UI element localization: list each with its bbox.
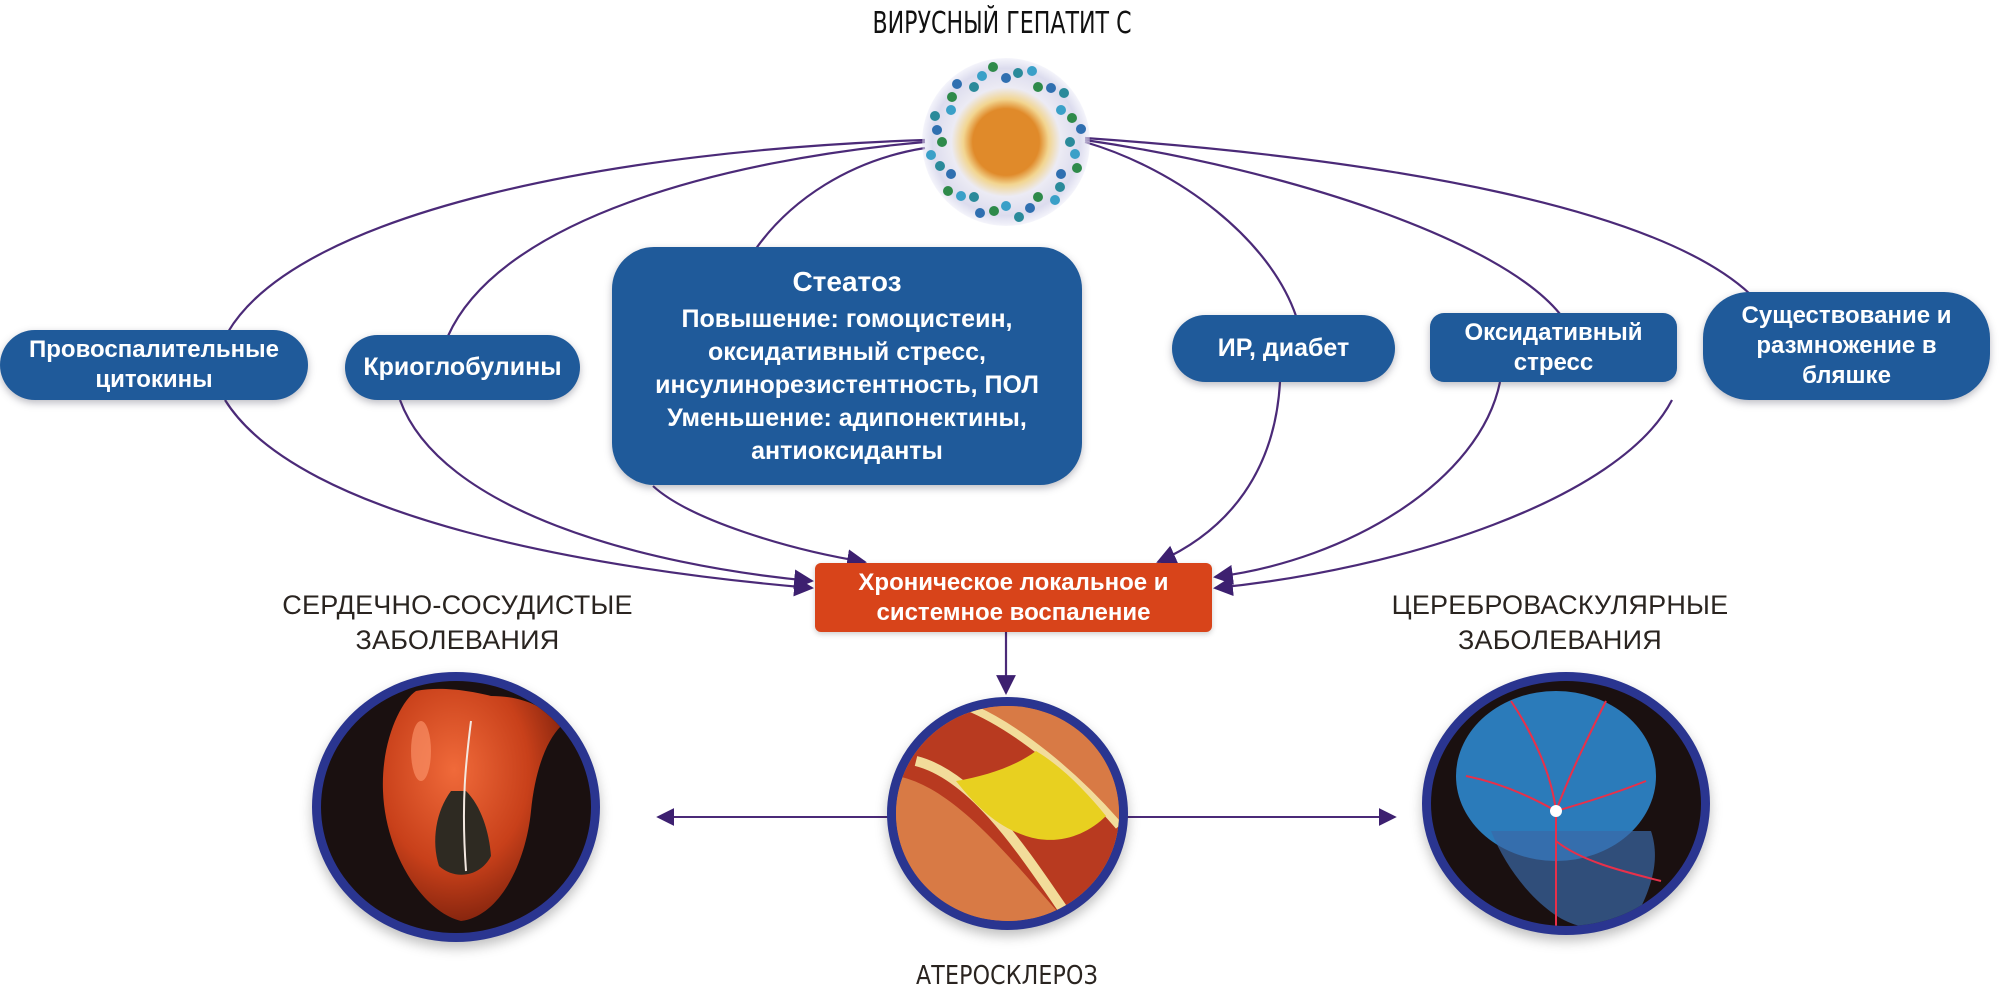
caption-atherosclerosis: АТЕРОСКЛЕРОЗ	[916, 961, 1098, 991]
central-label: системное воспаление	[876, 598, 1151, 626]
link-virus-cryoglobulins	[446, 140, 926, 337]
link-oxidative-inflammation	[1213, 381, 1502, 585]
virus-spike	[1024, 202, 1035, 213]
brain-vessels-icon	[1422, 672, 1710, 935]
heart-icon	[312, 672, 600, 942]
virus-spike	[945, 169, 956, 179]
virus-spike	[977, 71, 988, 82]
factor-label: Уменьшение: адипонектины,	[667, 404, 1027, 432]
caption-cardiovascular: СЕРДЕЧНО-СОСУДИСТЫЕ ЗАБОЛЕВАНИЯ	[270, 588, 645, 657]
heart-illustration	[382, 688, 561, 921]
virus-spike	[945, 105, 956, 115]
caption-line: СЕРДЕЧНО-СОСУДИСТЫЕ	[282, 590, 633, 620]
virus-spike	[1065, 137, 1075, 147]
link-cryoglobulins-inflammation	[398, 399, 814, 590]
virus-spike	[987, 62, 998, 73]
caption-line: ЗАБОЛЕВАНИЯ	[355, 624, 560, 655]
link-virus-steatosis	[754, 146, 926, 251]
virus-spike	[1056, 105, 1067, 115]
factor-label: размножение в	[1756, 332, 1937, 359]
virus-spike	[952, 78, 963, 89]
factor-label: Оксидативный	[1464, 318, 1643, 346]
link-virus-oxidative	[1084, 138, 1561, 315]
brain-illustration	[1456, 691, 1662, 926]
factor-label: Повышение: гомоцистеин,	[681, 305, 1013, 333]
virus-spike	[969, 192, 979, 203]
virus-spike	[1069, 149, 1080, 160]
factor-cytokines: Провоспалительные цитокины	[0, 330, 308, 400]
virus-spike	[1054, 181, 1065, 192]
diagram-title: ВИРУСНЫЙ ГЕПАТИТ С	[872, 6, 1132, 41]
virus-spike	[1056, 169, 1067, 179]
factor-plaque-survival: Существование и размножение в бляшке	[1703, 292, 1990, 400]
factor-steatosis: Стеатоз Повышение: гомоцистеин, оксидати…	[612, 247, 1082, 485]
virus-spike	[932, 124, 943, 135]
artery-illustration	[896, 706, 1119, 921]
link-virus-plaque	[1084, 136, 1751, 295]
factor-label: Существование и	[1741, 302, 1952, 329]
factor-heading: Стеатоз	[792, 266, 902, 297]
link-virus-ir	[1084, 140, 1298, 317]
factor-label: антиоксиданты	[751, 437, 943, 465]
virus-spike	[1075, 123, 1086, 134]
virus-spike	[1066, 113, 1077, 124]
virus-spike	[1059, 88, 1070, 99]
caption-line: ЗАБОЛЕВАНИЯ	[1458, 624, 1662, 655]
factor-ir-diabetes: ИР, диабет	[1172, 315, 1395, 382]
virus-spike	[937, 137, 947, 147]
factor-label: ИР, диабет	[1217, 333, 1350, 362]
central-inflammation-node: Хроническое локальное и системное воспал…	[815, 563, 1212, 632]
virus-spike	[975, 208, 985, 219]
link-plaque-inflammation	[1213, 399, 1673, 597]
virus-spike	[1001, 73, 1011, 83]
hepatitis-c-virus-icon	[922, 58, 1090, 226]
virus-spike	[1033, 192, 1043, 203]
virus-spike	[988, 205, 999, 216]
virus-spike	[1026, 65, 1037, 76]
virus-spike	[1045, 83, 1056, 94]
link-virus-cytokines	[227, 138, 926, 333]
caption-cerebrovascular: ЦЕРЕБРОВАСКУЛЯРНЫЕ ЗАБОЛЕВАНИЯ	[1380, 588, 1740, 657]
virus-spike	[935, 160, 946, 171]
factor-label: цитокины	[95, 366, 213, 393]
virus-spike	[947, 92, 958, 102]
factor-label: Криоглобулины	[363, 352, 562, 381]
virus-spike	[929, 111, 940, 121]
virus-spike	[1072, 162, 1083, 173]
factor-label: инсулинорезистентность, ПОЛ	[655, 371, 1039, 399]
caption-line: ЦЕРЕБРОВАСКУЛЯРНЫЕ	[1391, 590, 1729, 620]
factor-oxidative-stress: Оксидативный стресс	[1430, 313, 1677, 382]
link-steatosis-inflammation	[652, 485, 867, 569]
factor-label: оксидативный стресс,	[708, 338, 986, 366]
virus-spike	[956, 190, 966, 201]
virus-spike	[1033, 81, 1043, 92]
factor-cryoglobulins: Криоглобулины	[345, 335, 580, 400]
factor-label: стресс	[1513, 348, 1594, 376]
virus-spike	[1013, 68, 1024, 79]
virus-spike	[969, 81, 979, 92]
virus-spike	[1014, 211, 1025, 222]
virus-spike	[1001, 201, 1011, 211]
factor-label: бляшке	[1802, 362, 1891, 389]
virus-spike	[942, 185, 953, 196]
artery-plaque-icon	[887, 697, 1128, 930]
central-label: Хроническое локальное и	[858, 568, 1169, 596]
link-cytokines-inflammation	[224, 399, 814, 597]
factor-label: Провоспалительные	[29, 336, 279, 363]
link-ir-inflammation	[1156, 381, 1282, 564]
virus-spike	[926, 150, 937, 161]
virus-spike	[1049, 195, 1060, 206]
